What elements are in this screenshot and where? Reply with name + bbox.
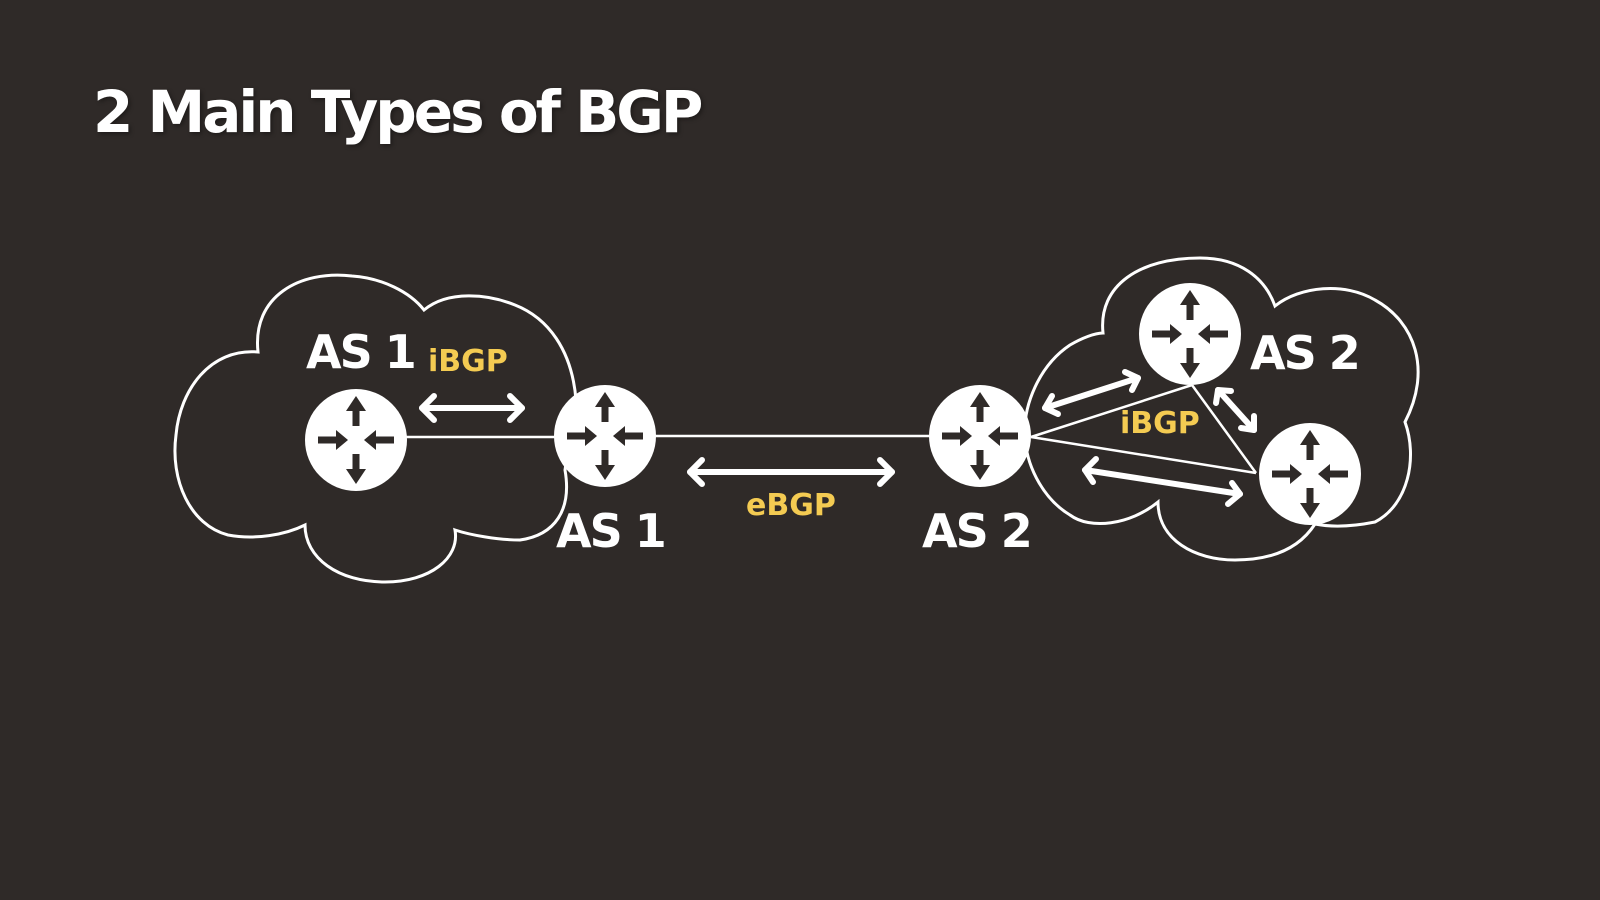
as1-cloud-label: AS 1: [306, 325, 415, 379]
as2-border-label: AS 2: [922, 504, 1031, 558]
as2-link-top: [1030, 383, 1193, 439]
as1-internal-router: [305, 389, 407, 491]
as2-cloud-label: AS 2: [1250, 326, 1359, 380]
ibgp-as2-arrow-top: [1042, 369, 1141, 417]
as2-link-side: [1190, 384, 1258, 474]
as1-ibgp-label: iBGP: [428, 344, 508, 379]
ibgp-as2-arrow-side: [1213, 387, 1257, 433]
as2-internal-router-top: [1139, 283, 1241, 385]
ebgp-label: eBGP: [746, 488, 836, 523]
as1-border-label: AS 1: [556, 504, 665, 558]
as2-internal-router-bottom: [1259, 423, 1361, 525]
as1-border-router: [554, 385, 656, 487]
ibgp-as1-arrow: [419, 393, 525, 423]
as2-border-router: [929, 385, 1031, 487]
page-title: 2 Main Types of BGP: [93, 78, 703, 146]
as2-link-bottom: [1030, 435, 1257, 475]
as1-cloud: [173, 273, 578, 584]
ibgp-as2-arrow-bottom: [1082, 456, 1243, 507]
ebgp-arrow: [687, 457, 895, 487]
as2-ibgp-label: iBGP: [1120, 406, 1200, 441]
